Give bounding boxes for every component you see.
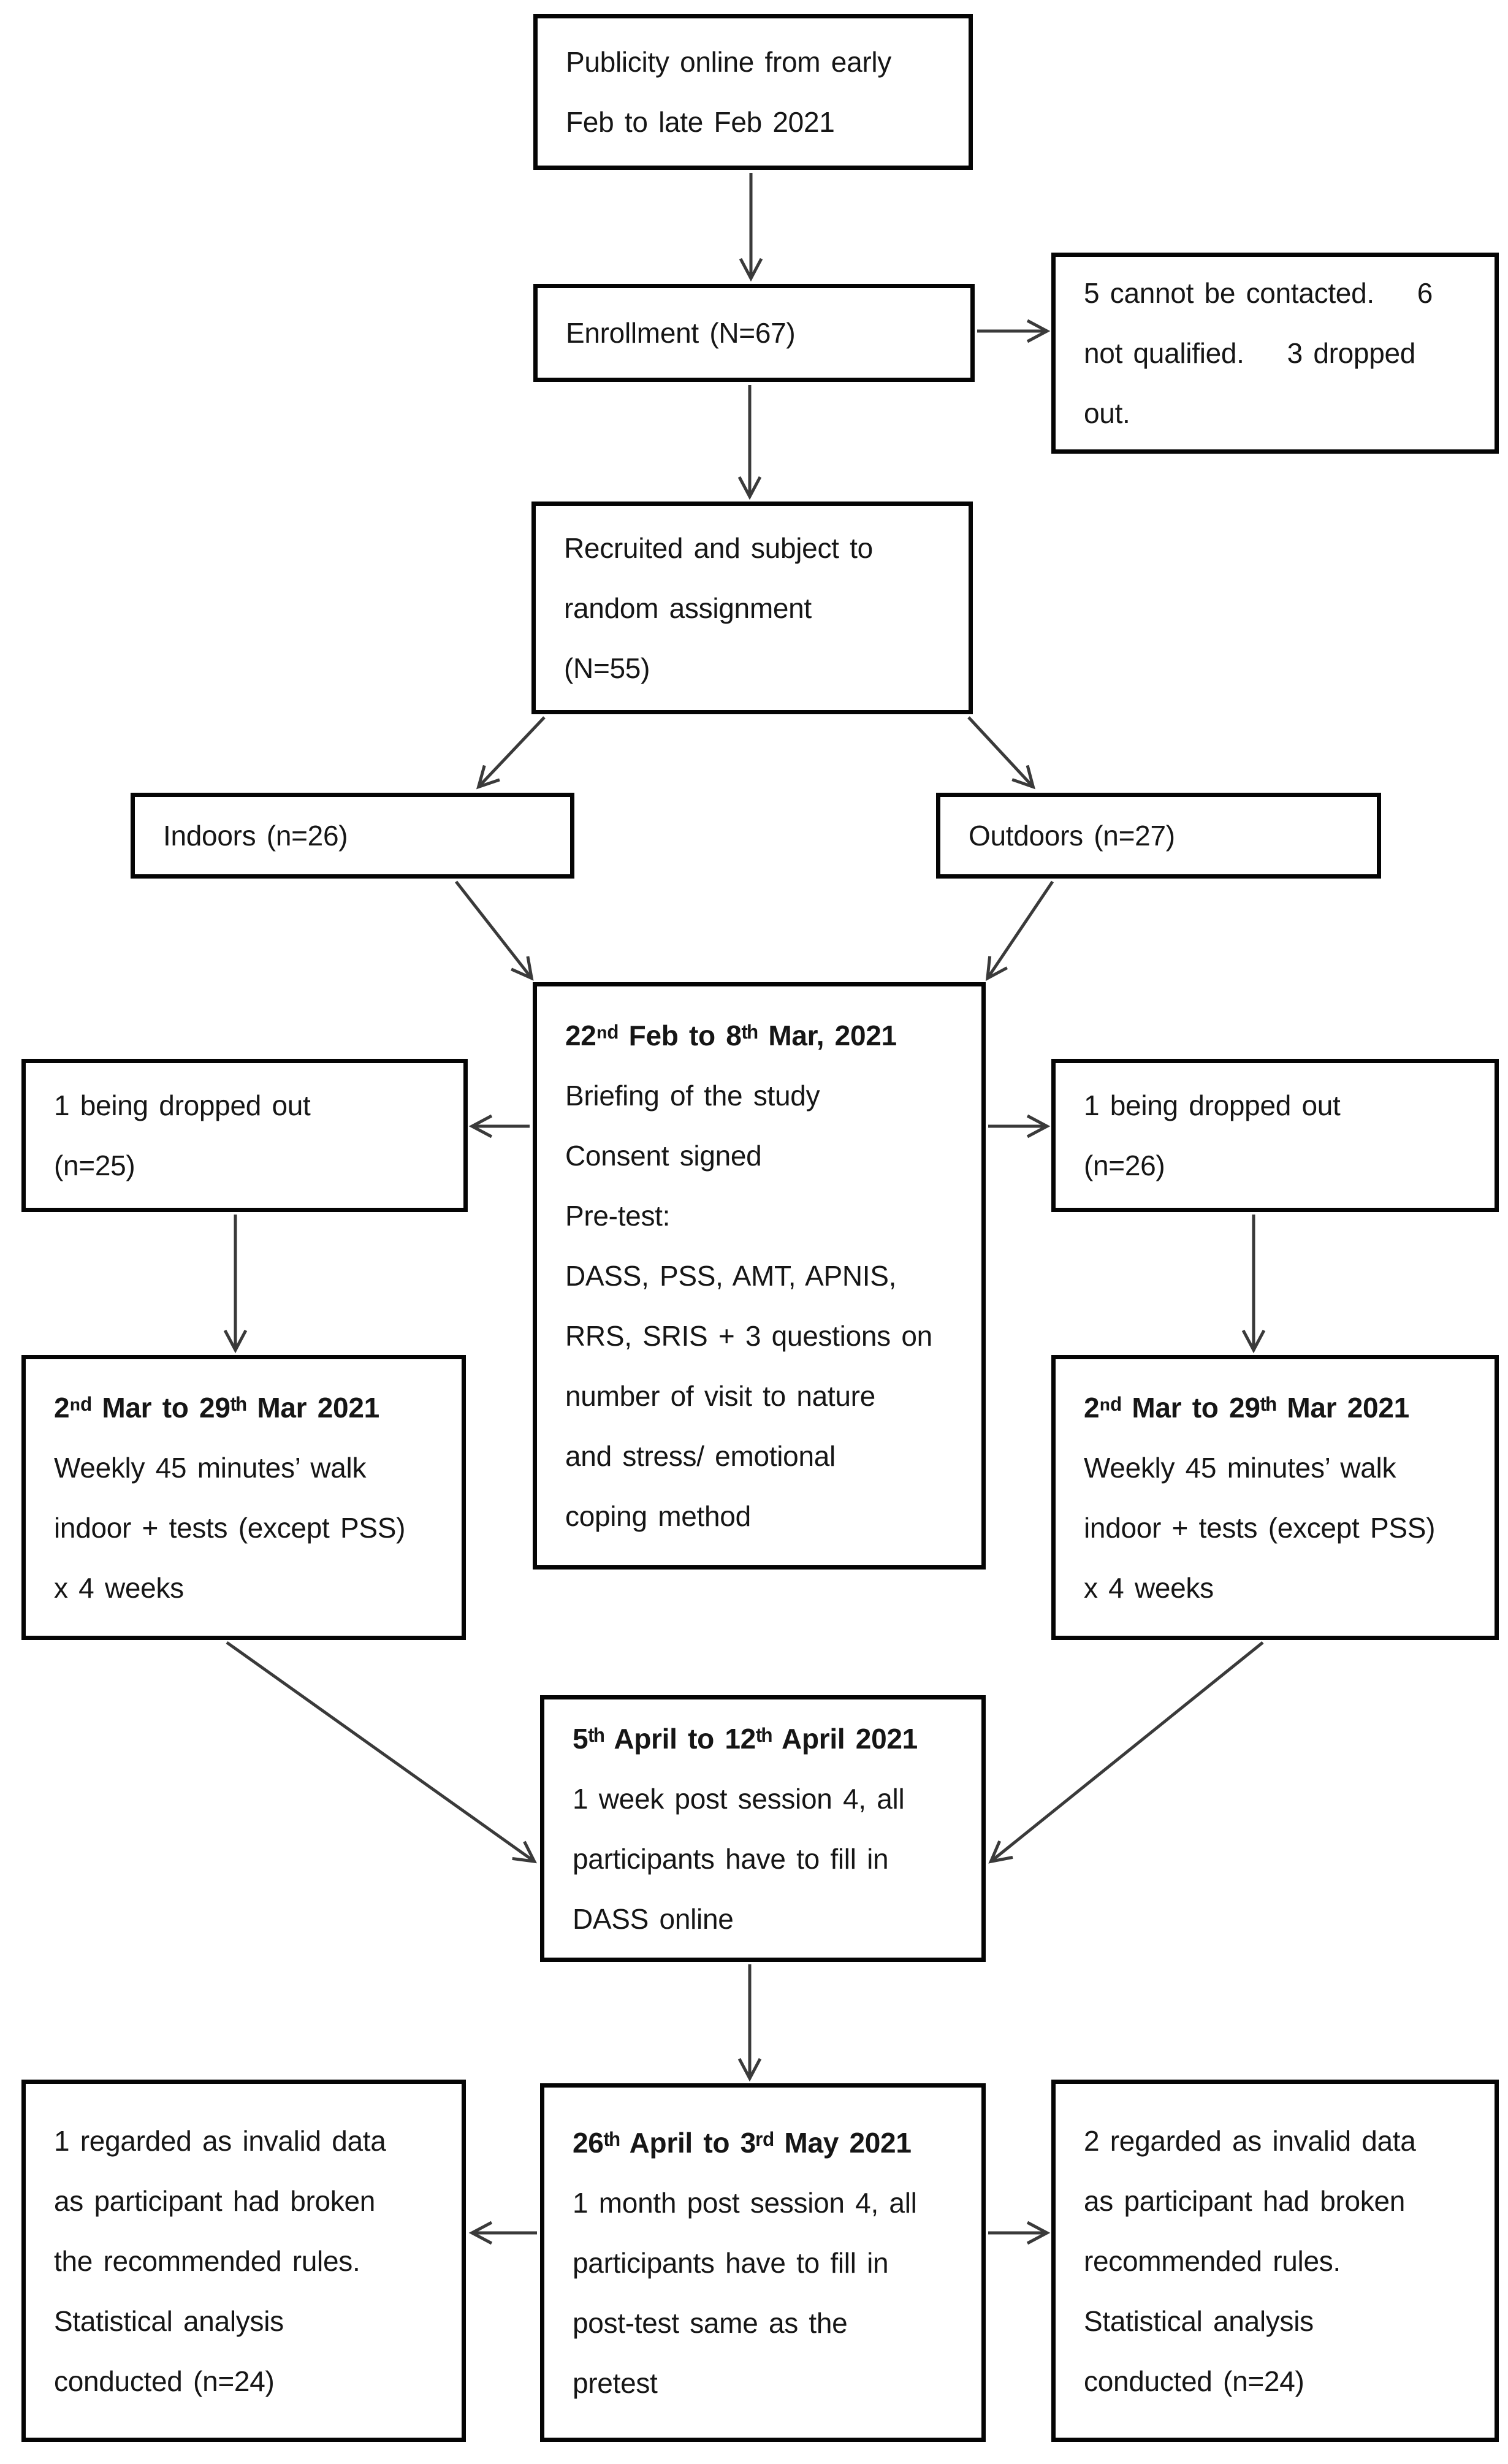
- arrow-walk-right-to-april: [988, 1641, 1264, 1864]
- indoors-group-box: Indoors (n=26): [131, 793, 574, 879]
- invalid-left-line: as participant had broken: [54, 2184, 376, 2217]
- arrow-outdoors-to-briefing: [985, 880, 1054, 982]
- invalid-left-line: the recommended rules.: [54, 2245, 360, 2277]
- recruited-line: (N=55): [564, 652, 650, 684]
- exclusions-box: 5 cannot be contacted. 6 not qualified. …: [1051, 253, 1499, 454]
- invalid-left-line: 1 regarded as invalid data: [54, 2124, 386, 2157]
- invalid-data-right-box: 2 regarded as invalid data as participan…: [1051, 2080, 1499, 2442]
- invalid-right-line: Statistical analysis: [1084, 2305, 1314, 2337]
- exclusions-line: not qualified. 3 dropped: [1084, 337, 1416, 369]
- recruited-line: Recruited and subject to: [564, 532, 873, 564]
- outdoors-group-box: Outdoors (n=27): [936, 793, 1381, 879]
- publicity-line: Feb to late Feb 2021: [566, 106, 835, 138]
- may-line: participants have to fill in: [573, 2246, 889, 2279]
- walk-indoor-left-box: 2ⁿᵈ Mar to 29ᵗʰ Mar 2021 Weekly 45 minut…: [21, 1355, 466, 1640]
- walk-indoor-right-box: 2ⁿᵈ Mar to 29ᵗʰ Mar 2021 Weekly 45 minut…: [1051, 1355, 1499, 1640]
- april-line: 1 week post session 4, all: [573, 1782, 905, 1815]
- briefing-line: RRS, SRIS + 3 questions on: [565, 1320, 932, 1352]
- walk-right-line: Weekly 45 minutes’ walk: [1084, 1451, 1396, 1484]
- briefing-line: Consent signed: [565, 1140, 762, 1172]
- publicity-line: Publicity online from early: [566, 46, 892, 78]
- one-month-post-box: 26ᵗʰ April to 3ʳᵈ May 2021 1 month post …: [540, 2083, 986, 2442]
- invalid-left-line: Statistical analysis: [54, 2305, 284, 2337]
- walk-left-date-line: 2ⁿᵈ Mar to 29ᵗʰ Mar 2021: [54, 1391, 379, 1424]
- publicity-box: Publicity online from early Feb to late …: [533, 14, 973, 170]
- recruited-line: random assignment: [564, 592, 812, 624]
- enrollment-box: Enrollment (N=67): [533, 284, 975, 382]
- dropout-left-line: (n=25): [54, 1150, 135, 1181]
- may-line: post-test same as the: [573, 2306, 848, 2339]
- invalid-right-line: conducted (n=24): [1084, 2365, 1304, 2397]
- briefing-line: number of visit to nature: [565, 1380, 875, 1412]
- invalid-data-left-box: 1 regarded as invalid data as participan…: [21, 2080, 466, 2442]
- invalid-right-line: recommended rules.: [1084, 2245, 1341, 2277]
- april-date-line: 5ᵗʰ April to 12ᵗʰ April 2021: [573, 1722, 918, 1755]
- briefing-line: Pre-test:: [565, 1200, 671, 1232]
- briefing-line: DASS, PSS, AMT, APNIS,: [565, 1260, 897, 1292]
- walk-right-line: indoor + tests (except PSS): [1084, 1511, 1436, 1544]
- briefing-pretest-box: 22ⁿᵈ Feb to 8ᵗʰ Mar, 2021 Briefing of th…: [533, 982, 986, 1570]
- walk-left-line: x 4 weeks: [54, 1571, 184, 1604]
- invalid-right-line: as participant had broken: [1084, 2184, 1406, 2217]
- dropout-right-line: (n=26): [1084, 1150, 1165, 1181]
- exclusions-line: out.: [1084, 397, 1130, 429]
- briefing-line: and stress/ emotional: [565, 1440, 836, 1472]
- dropout-left-line: 1 being dropped out: [54, 1089, 311, 1121]
- april-line: DASS online: [573, 1902, 734, 1935]
- walk-left-line: Weekly 45 minutes’ walk: [54, 1451, 367, 1484]
- walk-right-date-line: 2ⁿᵈ Mar to 29ᵗʰ Mar 2021: [1084, 1391, 1409, 1424]
- exclusions-line: 5 cannot be contacted. 6: [1084, 277, 1433, 309]
- dropout-right-line: 1 being dropped out: [1084, 1089, 1341, 1121]
- arrow-indoors-to-briefing: [455, 880, 534, 981]
- invalid-left-line: conducted (n=24): [54, 2365, 275, 2397]
- briefing-line: Briefing of the study: [565, 1080, 820, 1112]
- may-date-line: 26ᵗʰ April to 3ʳᵈ May 2021: [573, 2126, 912, 2159]
- arrow-recruited-to-outdoors: [967, 716, 1035, 790]
- april-line: participants have to fill in: [573, 1842, 889, 1875]
- enrollment-line: Enrollment (N=67): [566, 317, 796, 349]
- outdoors-line: Outdoors (n=27): [969, 820, 1175, 852]
- briefing-date-line: 22ⁿᵈ Feb to 8ᵗʰ Mar, 2021: [565, 1020, 897, 1051]
- one-week-post-box: 5ᵗʰ April to 12ᵗʰ April 2021 1 week post…: [540, 1695, 986, 1962]
- briefing-line: coping method: [565, 1500, 751, 1532]
- invalid-right-line: 2 regarded as invalid data: [1084, 2124, 1416, 2157]
- walk-left-line: indoor + tests (except PSS): [54, 1511, 406, 1544]
- recruited-box: Recruited and subject to random assignme…: [531, 502, 973, 714]
- may-line: 1 month post session 4, all: [573, 2186, 917, 2219]
- dropout-left-box: 1 being dropped out (n=25): [21, 1059, 468, 1212]
- arrow-walk-left-to-april: [226, 1641, 537, 1864]
- walk-right-line: x 4 weeks: [1084, 1571, 1214, 1604]
- dropout-right-box: 1 being dropped out (n=26): [1051, 1059, 1499, 1212]
- may-line: pretest: [573, 2367, 658, 2399]
- indoors-line: Indoors (n=26): [163, 820, 348, 852]
- arrow-recruited-to-indoors: [476, 716, 546, 790]
